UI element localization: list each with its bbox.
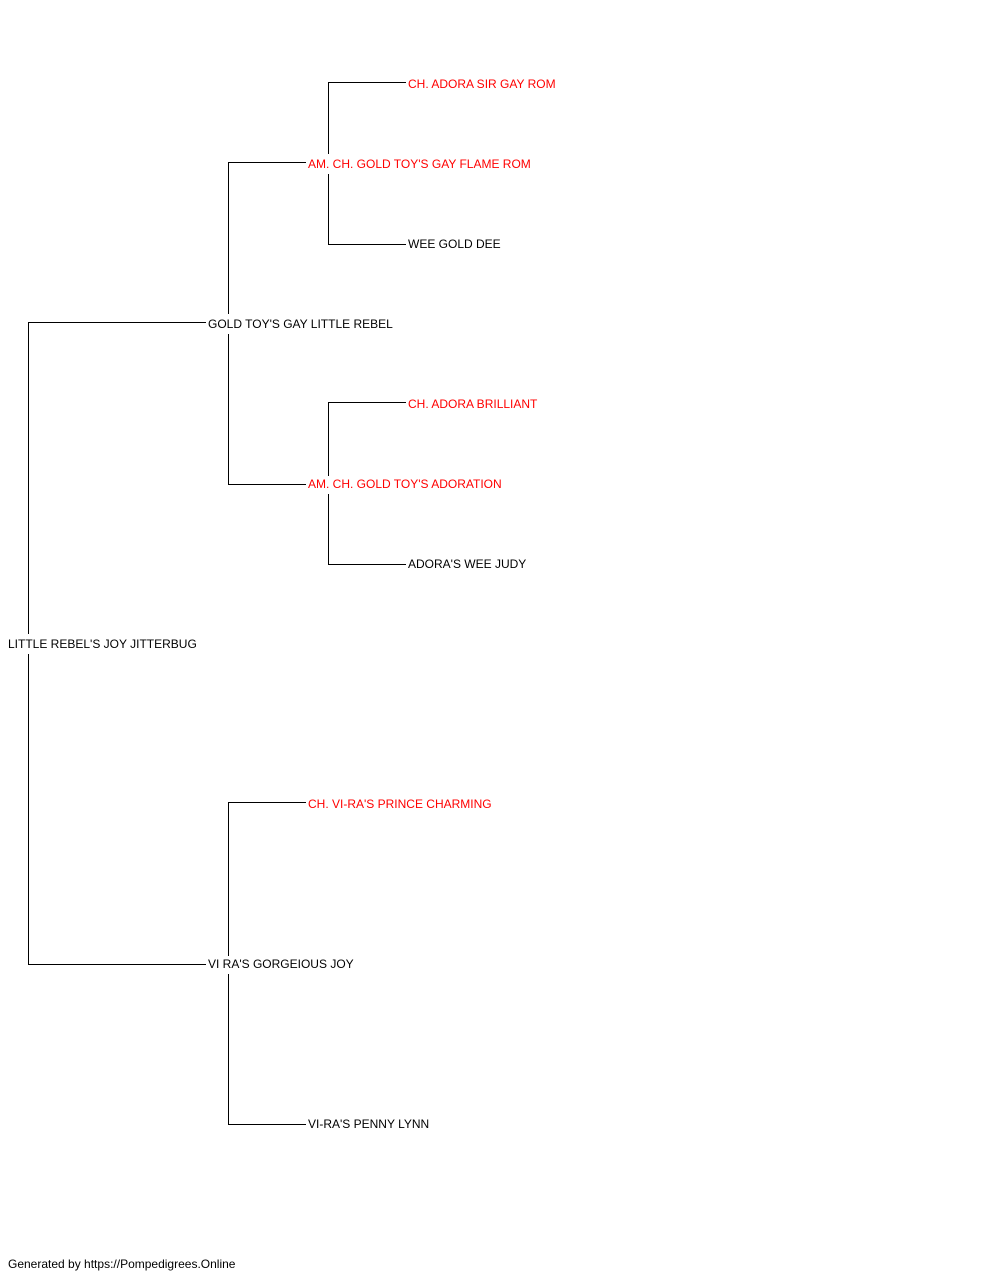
sire-sire-name: AM. CH. GOLD TOY'S GAY FLAME ROM	[308, 157, 533, 171]
connector-dam-dam	[228, 974, 306, 1125]
connector-dam-sire	[228, 802, 306, 956]
sire-dam-name: AM. CH. GOLD TOY'S ADORATION	[308, 477, 504, 491]
sire-sire-sire-name: CH. ADORA SIR GAY ROM	[408, 77, 558, 91]
connector-subject-dam	[28, 654, 206, 965]
connector-sire-sire-sire	[328, 82, 406, 154]
sire-dam-sire-name: CH. ADORA BRILLIANT	[408, 397, 540, 411]
connector-subject-sire	[28, 322, 206, 634]
connector-sire-dam	[228, 334, 306, 485]
dam-sire-name: CH. VI-RA'S PRINCE CHARMING	[308, 797, 494, 811]
connector-sire-dam-dam	[328, 494, 406, 565]
dam-name: VI RA'S GORGEIOUS JOY	[208, 957, 356, 971]
sire-dam-dam-name: ADORA'S WEE JUDY	[408, 557, 529, 571]
connector-sire-sire-dam	[328, 174, 406, 245]
connector-sire-sire	[228, 162, 306, 314]
sire-sire-dam-name: WEE GOLD DEE	[408, 237, 503, 251]
sire-name: GOLD TOY'S GAY LITTLE REBEL	[208, 317, 395, 331]
dam-dam-name: VI-RA'S PENNY LYNN	[308, 1117, 432, 1131]
subject-name: LITTLE REBEL'S JOY JITTERBUG	[8, 637, 199, 651]
footer-credit: Generated by https://Pompedigrees.Online	[8, 1257, 236, 1271]
connector-sire-dam-sire	[328, 402, 406, 476]
